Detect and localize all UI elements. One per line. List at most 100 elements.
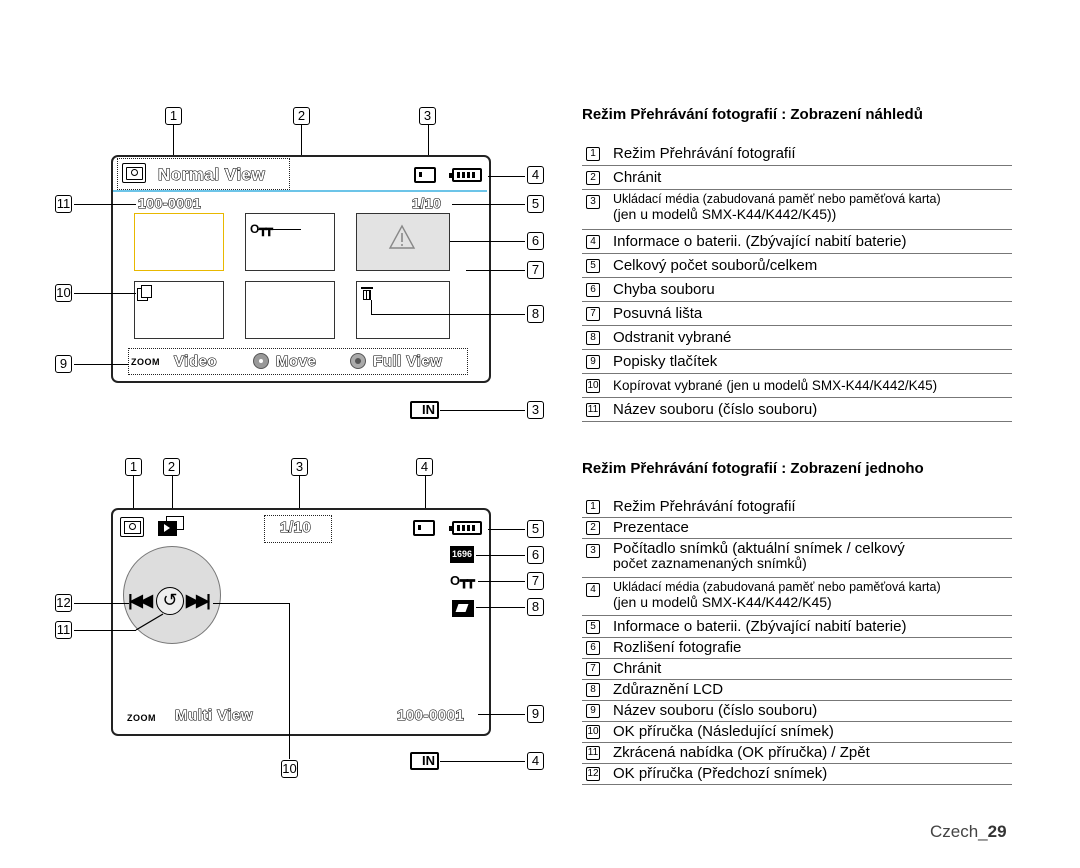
callout-5: 5 — [527, 520, 544, 538]
legend-number: 12 — [586, 767, 600, 781]
legend-number: 11 — [586, 402, 600, 417]
callout-4: 4 — [416, 458, 433, 476]
battery-icon — [449, 521, 482, 535]
legend-text: Popisky tlačítek — [613, 353, 718, 370]
legend-text: Zkrácená nabídka (OK příručka) / Zpět — [613, 744, 870, 761]
callout-9: 9 — [55, 355, 72, 373]
callout-3b: 3 — [527, 401, 544, 419]
storage-icon — [413, 520, 435, 536]
legend-text: Ukládací média (zabudovaná paměť nebo pa… — [613, 192, 1013, 222]
previous-image-icon[interactable]: |◀◀ — [128, 591, 153, 610]
legend-number: 1 — [586, 146, 600, 161]
section-title-single: Režim Přehrávání fotografií : Zobrazení … — [582, 460, 924, 477]
move-icon — [253, 353, 269, 369]
legend-number: 4 — [586, 234, 600, 249]
legend-row: 3 Počítadlo snímků (aktuální snímek / cel… — [582, 539, 1012, 578]
page-footer: Czech_29 — [930, 822, 1007, 842]
callout-3: 3 — [419, 107, 436, 125]
battery-icon — [449, 168, 482, 182]
callout-4: 4 — [527, 166, 544, 184]
legend-text: Počítadlo snímků (aktuální snímek / celk… — [613, 541, 1013, 571]
footer-lang: Czech_ — [930, 822, 988, 841]
callout-7: 7 — [527, 261, 544, 279]
internal-memory-icon: IN — [410, 401, 439, 419]
legend-text-line2: (jen u modelů SMX-K44/K442/K45)) — [613, 206, 837, 222]
callout-2: 2 — [163, 458, 180, 476]
callout-5: 5 — [527, 195, 544, 213]
legend-row: 7 Chránit — [582, 659, 1012, 680]
thumbnail-error[interactable] — [356, 213, 450, 271]
legend-number: 2 — [586, 521, 600, 535]
ok-icon — [350, 353, 366, 369]
legend-row: 11 Název souboru (číslo souboru) — [582, 398, 1012, 422]
resolution-icon: 1696 — [450, 546, 474, 563]
legend-row: 7 Posuvná lišta — [582, 302, 1012, 326]
callout-9: 9 — [527, 705, 544, 723]
next-image-icon[interactable]: ▶▶| — [186, 591, 211, 610]
legend-number: 3 — [586, 544, 600, 558]
legend-row: 12 OK příručka (Předchozí snímek) — [582, 764, 1012, 785]
key-icon: O┳┳ — [450, 573, 475, 588]
thumbnail[interactable] — [245, 281, 335, 339]
legend-number: 7 — [586, 662, 600, 676]
thumbnail[interactable] — [245, 213, 335, 271]
legend-text: Rozlišení fotografie — [613, 639, 742, 656]
legend-text: Chránit — [613, 169, 662, 186]
legend-text: Prezentace — [613, 519, 689, 536]
legend-row: 2 Prezentace — [582, 518, 1012, 539]
callout-10: 10 — [281, 760, 298, 778]
move-label: Move — [275, 352, 317, 370]
legend-text-line2: (jen u modelů SMX-K44/K442/K45) — [613, 594, 832, 610]
slideshow-icon[interactable] — [158, 516, 184, 536]
delete-icon — [361, 286, 373, 300]
section-title-thumbnail: Režim Přehrávání fotografií : Zobrazení … — [582, 106, 923, 123]
thumbnail-selected[interactable] — [134, 213, 224, 271]
full-view-label: Full View — [372, 352, 443, 370]
file-name: 100-0001 — [137, 194, 202, 211]
legend-text: Chránit — [613, 660, 662, 677]
legend-text: Informace o baterii. (Zbývající nabití b… — [613, 233, 907, 250]
image-counter: 1/10 — [279, 518, 312, 536]
zoom-label: ZOOM — [131, 357, 160, 367]
multi-view-label: Multi View — [174, 706, 254, 724]
file-counter: 1/10 — [411, 194, 442, 211]
legend-number: 8 — [586, 330, 600, 345]
file-name: 100-0001 — [396, 706, 465, 724]
legend-number: 6 — [586, 641, 600, 655]
legend-text: Odstranit vybrané — [613, 329, 732, 346]
legend-number: 11 — [586, 746, 600, 760]
legend-text: Informace o baterii. (Zbývající nabití b… — [613, 618, 907, 635]
legend-number: 8 — [586, 683, 600, 697]
warning-icon — [388, 224, 416, 249]
legend-row: 6 Rozlišení fotografie — [582, 638, 1012, 659]
mode-label: Normal View — [157, 164, 266, 184]
legend-text: Posuvná lišta — [613, 305, 703, 322]
copy-icon — [137, 285, 152, 301]
legend-row: 11 Zkrácená nabídka (OK příručka) / Zpět — [582, 743, 1012, 764]
legend-number: 3 — [586, 195, 600, 209]
callout-7: 7 — [527, 572, 544, 590]
legend-text: Chyba souboru — [613, 281, 715, 298]
legend-text-line1: Ukládací média (zabudovaná paměť nebo pa… — [613, 192, 941, 206]
callout-11: 11 — [55, 621, 72, 639]
legend-number: 10 — [586, 378, 600, 393]
legend-number: 7 — [586, 306, 600, 321]
callout-12: 12 — [55, 594, 72, 612]
legend-text: Režim Přehrávání fotografií — [613, 498, 796, 515]
legend-text-line1: Ukládací média (zabudovaná paměť nebo pa… — [613, 580, 941, 594]
callout-1: 1 — [125, 458, 142, 476]
legend-text: Ukládací média (zabudovaná paměť nebo pa… — [613, 580, 1013, 610]
legend-text: OK příručka (Předchozí snímek) — [613, 765, 828, 782]
legend-text: Kopírovat vybrané (jen u modelů SMX-K44/… — [613, 378, 938, 393]
back-button[interactable]: ↺ — [156, 587, 184, 615]
legend-text: Režim Přehrávání fotografií — [613, 145, 796, 162]
legend-text: Název souboru (číslo souboru) — [613, 401, 818, 418]
legend-number: 6 — [586, 282, 600, 297]
callout-1: 1 — [165, 107, 182, 125]
legend-text: OK příručka (Následující snímek) — [613, 723, 834, 740]
callout-10: 10 — [55, 284, 72, 302]
